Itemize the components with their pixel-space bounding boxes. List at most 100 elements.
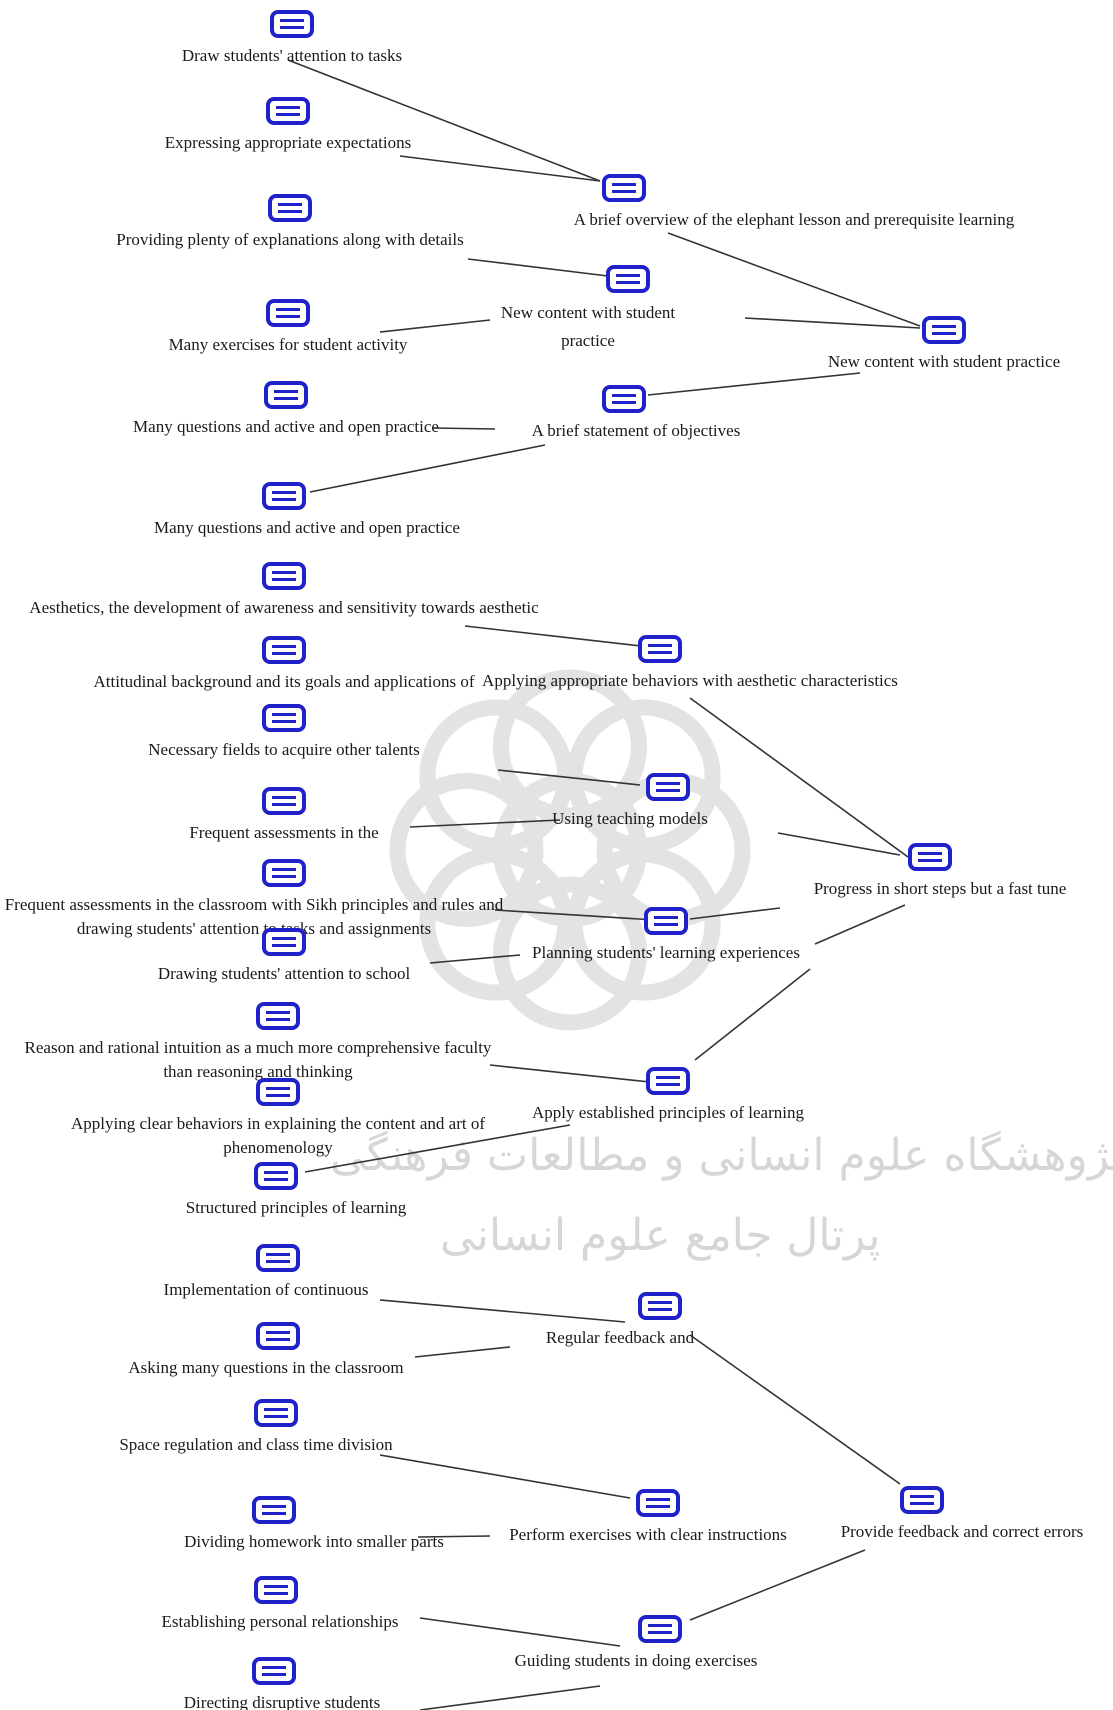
watermark-text-2: پرتال جامع علوم انسانی bbox=[440, 1210, 881, 1261]
note-icon bbox=[638, 1292, 682, 1320]
node-label: A brief overview of the elephant lesson … bbox=[573, 210, 1015, 229]
node-label: Space regulation and class time division bbox=[119, 1435, 393, 1454]
node-label: Aesthetics, the development of awareness… bbox=[29, 598, 539, 617]
note-icon bbox=[262, 859, 306, 887]
note-icon bbox=[254, 1162, 298, 1190]
note-icon bbox=[262, 928, 306, 956]
edge bbox=[494, 909, 656, 921]
node-label: Regular feedback and bbox=[545, 1328, 695, 1347]
node-label: Dividing homework into smaller parts bbox=[184, 1532, 444, 1551]
node-label: Using teaching models bbox=[552, 809, 708, 828]
node-label: Implementation of continuous bbox=[163, 1280, 369, 1299]
note-icon bbox=[262, 704, 306, 732]
note-icon bbox=[908, 843, 952, 871]
note-icon bbox=[262, 562, 306, 590]
note-icon bbox=[266, 97, 310, 125]
node-label: Provide feedback and correct errors bbox=[840, 1522, 1084, 1541]
note-icon bbox=[256, 1002, 300, 1030]
edge bbox=[689, 697, 909, 858]
edge bbox=[419, 1685, 601, 1710]
edge bbox=[399, 155, 601, 182]
node-label: Providing plenty of explanations along w… bbox=[116, 230, 464, 249]
node-label: Frequent assessments in the bbox=[189, 823, 379, 842]
edge bbox=[417, 1535, 491, 1538]
node-label: Guiding students in doing exercises bbox=[514, 1651, 758, 1670]
edge bbox=[814, 904, 906, 945]
edge bbox=[489, 1064, 651, 1083]
note-icon bbox=[256, 1322, 300, 1350]
node-label: New content with student practice bbox=[827, 352, 1061, 371]
node-label: Planning students' learning experiences bbox=[532, 943, 800, 962]
node-label: Asking many questions in the classroom bbox=[128, 1358, 404, 1377]
note-icon bbox=[644, 907, 688, 935]
edge bbox=[467, 258, 617, 278]
edge bbox=[694, 968, 811, 1061]
note-icon bbox=[270, 10, 314, 38]
edge bbox=[409, 819, 561, 828]
node-label: Drawing students' attention to school bbox=[157, 964, 411, 983]
edge bbox=[689, 1334, 901, 1485]
edge bbox=[431, 427, 496, 430]
note-icon bbox=[638, 635, 682, 663]
edge bbox=[689, 1549, 866, 1621]
node-label: Many questions and active and open pract… bbox=[154, 518, 460, 537]
note-icon bbox=[900, 1486, 944, 1514]
node-label: Establishing personal relationships bbox=[161, 1612, 399, 1631]
edge bbox=[379, 1299, 626, 1323]
edge bbox=[429, 954, 521, 964]
node-label: Draw students' attention to tasks bbox=[181, 46, 403, 65]
edge bbox=[309, 444, 546, 493]
note-icon bbox=[262, 482, 306, 510]
note-icon bbox=[922, 316, 966, 344]
node-label: Reason and rational intuition as a much … bbox=[24, 1038, 492, 1081]
edge bbox=[304, 1124, 571, 1173]
note-icon bbox=[636, 1489, 680, 1517]
edge bbox=[497, 769, 641, 786]
node-label: Many questions and active and open pract… bbox=[133, 417, 439, 436]
edge bbox=[667, 232, 921, 327]
edge bbox=[777, 832, 901, 856]
node-label: Many exercises for student activity bbox=[168, 335, 408, 354]
edge bbox=[287, 59, 601, 182]
node-label: Applying appropriate behaviors with aest… bbox=[482, 671, 898, 690]
note-icon bbox=[602, 174, 646, 202]
note-icon bbox=[266, 299, 310, 327]
edge bbox=[414, 1346, 511, 1358]
node-label: Applying clear behaviors in explaining t… bbox=[70, 1114, 485, 1157]
note-icon bbox=[268, 194, 312, 222]
note-icon bbox=[254, 1399, 298, 1427]
edge bbox=[419, 1617, 621, 1647]
node-label: Expressing appropriate expectations bbox=[164, 133, 412, 152]
node-label: A brief statement of objectives bbox=[531, 421, 741, 440]
edge bbox=[744, 317, 921, 329]
node-label: Necessary fields to acquire other talent… bbox=[148, 740, 420, 759]
node-label: Apply established principles of learning bbox=[532, 1103, 804, 1122]
note-icon bbox=[646, 773, 690, 801]
note-icon bbox=[256, 1244, 300, 1272]
note-icon bbox=[646, 1067, 690, 1095]
note-icon bbox=[254, 1576, 298, 1604]
node-label: Attitudinal background and its goals and… bbox=[93, 672, 475, 691]
node-label: Structured principles of learning bbox=[185, 1198, 407, 1217]
edge bbox=[379, 319, 491, 333]
note-icon bbox=[256, 1078, 300, 1106]
note-icon bbox=[262, 787, 306, 815]
edge bbox=[689, 907, 781, 920]
watermark-text-1: پژوهشگاه علوم انسانی و مطالعات فرهنگی bbox=[330, 1130, 1113, 1181]
note-icon bbox=[264, 381, 308, 409]
note-icon bbox=[252, 1657, 296, 1685]
node-label: Progress in short steps but a fast tune bbox=[813, 879, 1067, 898]
node-label: New content with student practice bbox=[500, 303, 676, 350]
note-icon bbox=[602, 385, 646, 413]
edge bbox=[464, 625, 651, 648]
note-icon bbox=[262, 636, 306, 664]
edge bbox=[647, 372, 861, 396]
node-label: Perform exercises with clear instruction… bbox=[509, 1525, 787, 1544]
note-icon bbox=[638, 1615, 682, 1643]
note-icon bbox=[606, 265, 650, 293]
edge bbox=[379, 1454, 631, 1499]
note-icon bbox=[252, 1496, 296, 1524]
node-label: Directing disruptive students bbox=[183, 1693, 381, 1710]
